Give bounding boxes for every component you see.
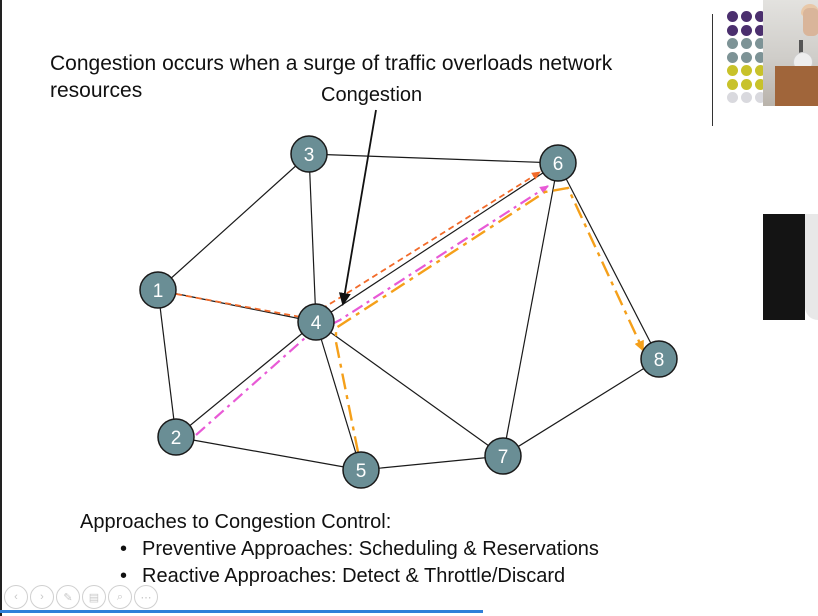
node-7: 7 [484, 437, 522, 475]
chevron-left-icon: ‹ [14, 591, 18, 603]
node-label: 2 [171, 428, 182, 449]
node-6: 6 [539, 144, 577, 182]
template-dot [755, 65, 766, 76]
slides-icon: ▤ [88, 591, 100, 604]
template-dot [755, 51, 766, 63]
slide-left-border [0, 0, 2, 616]
next-slide-button[interactable]: › [30, 585, 54, 609]
graph-nodes: 1 2 3 4 5 6 7 8 [139, 135, 678, 489]
template-dot [727, 65, 738, 76]
node-4: 4 [297, 303, 335, 341]
node-2: 2 [157, 418, 195, 456]
graph-flows [175, 171, 645, 453]
node-circle [342, 451, 380, 489]
slides-overview-button[interactable]: ▤ [82, 585, 106, 609]
node-label: 4 [311, 313, 322, 334]
template-dot [727, 24, 738, 36]
node-1: 1 [139, 271, 177, 309]
template-dot [727, 92, 738, 103]
node-label: 7 [498, 447, 509, 468]
link-4-6 [315, 162, 559, 323]
link-2-5 [175, 436, 362, 471]
webcam-shelf [775, 66, 818, 106]
congestion-arrow [338, 109, 377, 306]
node-circle [157, 418, 195, 456]
node-3: 3 [290, 135, 328, 173]
template-dot [741, 38, 752, 49]
pen-icon: ✎ [63, 591, 73, 604]
node-circle [539, 144, 577, 182]
previous-slide-button[interactable]: ‹ [4, 585, 28, 609]
magnifier-icon: ⌕ [116, 590, 124, 603]
bullet-preventive: • Preventive Approaches: Scheduling & Res… [80, 536, 599, 563]
template-dot [741, 78, 752, 90]
zoom-button[interactable]: ⌕ [108, 585, 132, 609]
link-7-8 [502, 358, 660, 457]
node-label: 8 [654, 350, 665, 371]
template-black-block [763, 214, 805, 320]
node-circle [484, 437, 522, 475]
node-circle [139, 271, 177, 309]
link-4-5 [315, 321, 362, 471]
flow-1-to-6 [175, 171, 541, 319]
link-1-3 [157, 153, 310, 291]
node-label: 6 [553, 154, 564, 175]
link-4-7 [315, 321, 504, 457]
link-3-4 [308, 153, 317, 323]
template-dot [755, 11, 766, 22]
presenter-webcam [763, 0, 818, 106]
congestion-control-list: Approaches to Congestion Control: • Preve… [80, 509, 599, 590]
chevron-right-icon: › [40, 591, 44, 603]
more-icon: ⋯ [140, 591, 152, 604]
pen-tool-button[interactable]: ✎ [56, 585, 80, 609]
node-label: 5 [356, 461, 367, 482]
section-heading: Approaches to Congestion Control: [80, 511, 392, 533]
node-label: 3 [304, 145, 315, 166]
link-4-2 [175, 321, 317, 438]
template-dot [741, 11, 752, 22]
template-dot [727, 38, 738, 49]
node-circle [640, 340, 678, 378]
flow-5-to-8 [334, 186, 645, 453]
link-7-6 [502, 162, 559, 457]
template-light-block [805, 214, 818, 320]
template-dot [741, 24, 752, 36]
bullet-marker: • [120, 538, 128, 560]
more-options-button[interactable]: ⋯ [134, 585, 158, 609]
template-dot [727, 51, 738, 63]
link-1-2 [157, 289, 177, 438]
node-circle [290, 135, 328, 173]
congestion-label: Congestion [321, 84, 423, 106]
link-6-8 [557, 162, 660, 360]
webcam-lamp-stand [799, 40, 803, 56]
node-5: 5 [342, 451, 380, 489]
slideshow-progress-bar [0, 610, 483, 613]
template-dot [741, 92, 752, 103]
template-dot [741, 51, 752, 63]
node-circle [297, 303, 335, 341]
node-8: 8 [640, 340, 678, 378]
template-dot [755, 78, 766, 90]
bullet-text: Preventive Approaches: Scheduling & Rese… [142, 538, 599, 560]
bullet-marker: • [120, 565, 128, 587]
node-label: 1 [153, 281, 164, 302]
bullet-reactive: • Reactive Approaches: Detect & Throttle/… [80, 563, 599, 590]
flow-2-to-6 [195, 185, 549, 436]
template-dot [755, 92, 766, 103]
slide-title: Congestion occurs when a surge of traffi… [50, 52, 613, 102]
template-dot [755, 24, 766, 36]
template-dot [727, 78, 738, 90]
template-divider [712, 14, 713, 126]
webcam-person [803, 8, 818, 36]
link-5-7 [360, 455, 504, 471]
slideshow-toolbar: ‹ › ✎ ▤ ⌕ ⋯ [4, 585, 158, 611]
template-dot [755, 38, 766, 49]
link-3-6 [308, 153, 559, 164]
graph-links [157, 153, 660, 471]
bullet-text: Reactive Approaches: Detect & Throttle/D… [142, 565, 566, 587]
template-dot [727, 11, 738, 22]
template-dot [741, 65, 752, 76]
